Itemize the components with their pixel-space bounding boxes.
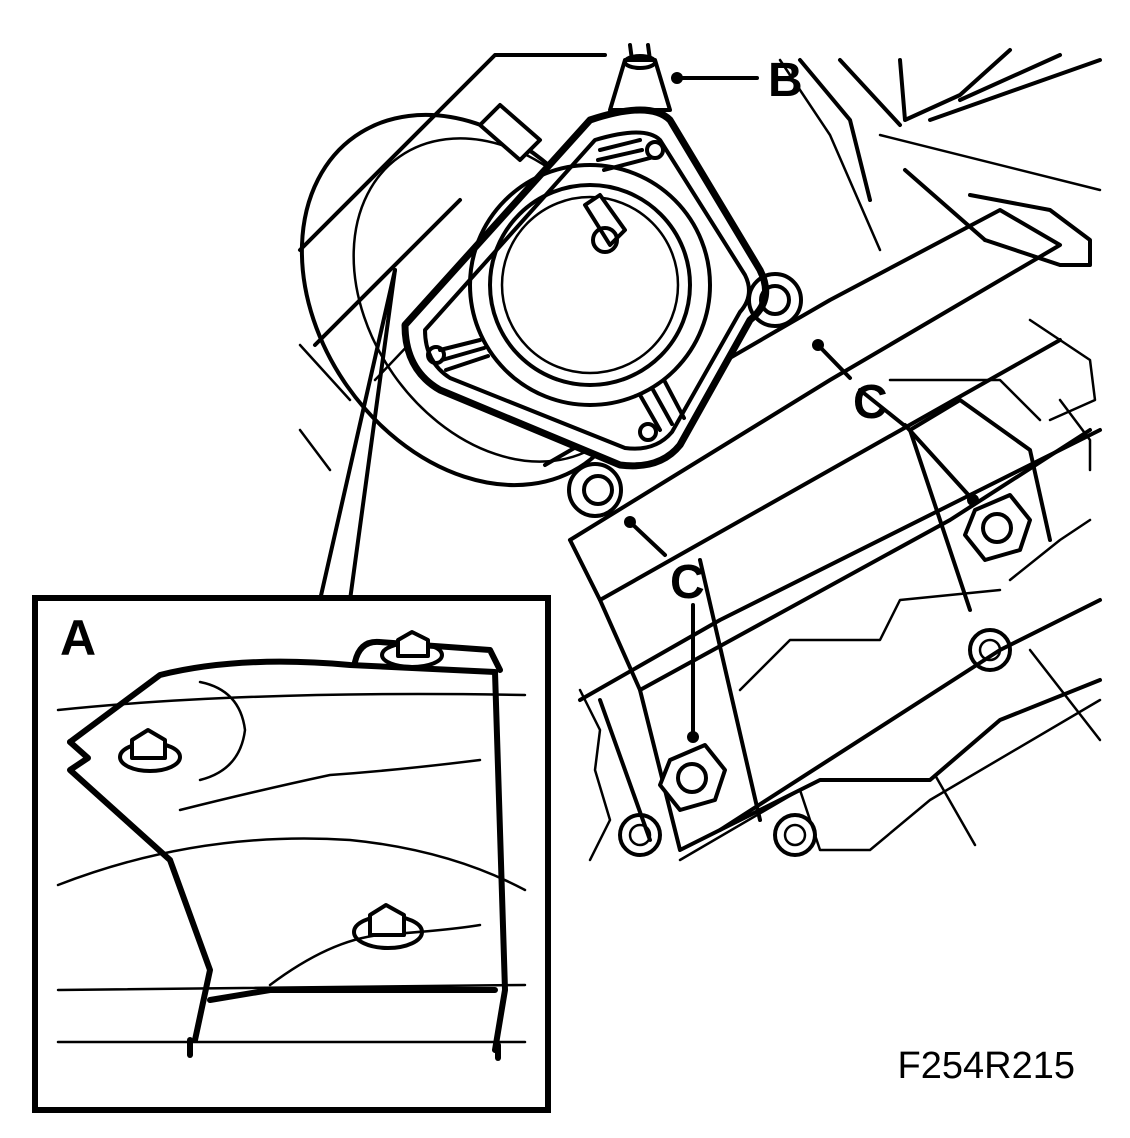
inset-bolt-top: [380, 630, 444, 669]
flange-slot-right: [638, 378, 686, 442]
inset-bolt-bottom: [352, 903, 424, 950]
bolt-left: [567, 462, 623, 518]
bolt-pan-1: [968, 628, 1012, 672]
flange-slot-left: [426, 338, 490, 372]
bolt-lower: [658, 743, 727, 812]
label-b: B: [768, 54, 803, 107]
engine-structure: [298, 48, 1102, 862]
figure-code: F254R215: [898, 1045, 1075, 1087]
flange-slot-top: [596, 138, 665, 172]
inset-a: A: [32, 595, 551, 1113]
inset-bolt-left: [118, 728, 182, 773]
label-c-upper: C: [853, 376, 888, 429]
bolt-right: [963, 493, 1032, 562]
label-a: A: [60, 610, 96, 666]
callout-leaders: [318, 72, 979, 743]
bolt-upper-left: [747, 272, 803, 328]
bolt-pan-3: [773, 813, 817, 857]
bolt-pan-2: [618, 813, 662, 857]
label-c-lower: C: [670, 556, 705, 609]
flange-assembly: [299, 43, 770, 488]
